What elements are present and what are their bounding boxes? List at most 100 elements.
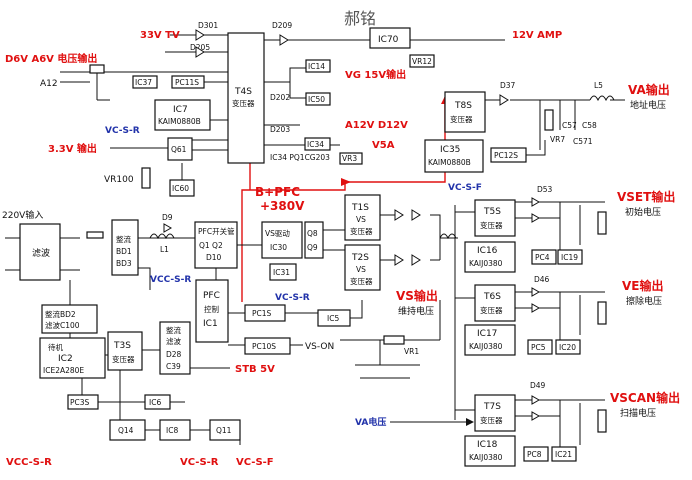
out-vs: VS输出 维持电压 xyxy=(396,288,438,317)
vr3-label: VR3 xyxy=(342,154,357,163)
ic16-label: IC16 xyxy=(477,246,498,256)
t6s-sub: 变压器 xyxy=(480,305,503,315)
ic17-box xyxy=(464,324,516,356)
ic37-label: IC37 xyxy=(135,78,152,87)
t7s-sub: 变压器 xyxy=(480,415,503,425)
pc8-box xyxy=(523,446,549,462)
sig-va-volt: VA电压 xyxy=(355,416,386,428)
a12-wires xyxy=(60,73,110,101)
c571-label: C571 xyxy=(573,137,593,146)
vr3-box xyxy=(339,152,363,165)
q14-box xyxy=(109,419,146,441)
svg-text:地址电压: 地址电压 xyxy=(630,99,666,111)
t4s-sub: 变压器 xyxy=(232,98,255,108)
t2s-label-2: VS xyxy=(356,265,366,274)
q61-label: Q61 xyxy=(171,145,187,154)
input-wires xyxy=(5,237,80,271)
lbl-d53: D53 xyxy=(537,185,553,194)
t6s-wires xyxy=(515,291,605,340)
filter-box xyxy=(19,223,61,281)
svg-text:VE输出: VE输出 xyxy=(622,278,664,293)
out-3v3: 3.3V 输出 xyxy=(48,142,97,155)
in-220v: 220V输入 xyxy=(2,209,43,221)
ic18-label: IC18 xyxy=(477,440,498,450)
t6s-transformer xyxy=(474,284,516,322)
ic16-part: KAIJ0380 xyxy=(469,259,503,268)
ic30-label-1: VS驱动 xyxy=(265,228,290,238)
t3s-transformer xyxy=(107,331,143,371)
lbl-d37: D37 xyxy=(500,81,516,90)
fuse xyxy=(86,231,104,239)
pc10s-label: PC10S xyxy=(252,342,276,351)
t5s-label: T5S xyxy=(483,207,501,217)
out-v5a: V5A xyxy=(372,140,395,151)
ve-resistor xyxy=(597,301,607,325)
bpfc-arrow-1 xyxy=(341,178,351,186)
lbl-l5: L5 xyxy=(594,81,603,90)
bd-label-1: 整流 xyxy=(116,234,131,244)
out-d6v: D6V A6V 电压输出 xyxy=(5,52,97,65)
svg-text:VA输出: VA输出 xyxy=(628,82,670,97)
vset-resistor xyxy=(597,211,607,235)
ic16-box xyxy=(464,241,516,273)
diagram-title: 郝铭 xyxy=(344,9,376,28)
ic14-box xyxy=(305,59,331,73)
t4s-right-wires xyxy=(264,39,505,146)
out-33v: 33V TV xyxy=(140,30,180,41)
ic7-label: IC7 xyxy=(173,105,188,115)
q11-label: Q11 xyxy=(216,426,232,435)
d-t2s-2 xyxy=(411,254,421,266)
vr7-label: VR7 xyxy=(550,135,565,144)
out-stb5v: STB 5V xyxy=(235,364,275,375)
out-vscan: VSCAN输出 扫描电压 xyxy=(610,390,680,419)
a12-resistor xyxy=(89,64,105,74)
pc10s-box xyxy=(244,337,291,355)
out-ve: VE输出 擦除电压 xyxy=(622,278,664,307)
pc1s-label: PC1S xyxy=(252,309,272,318)
sig-vccsr-2: VCC-S-R xyxy=(6,457,52,468)
pc5-box xyxy=(527,339,553,355)
ic34-label: IC34 xyxy=(307,140,324,149)
sig-vcsr-2: VC-S-R xyxy=(275,293,310,303)
d28c39-label-2: 滤波 xyxy=(166,336,181,346)
ic20-label: IC20 xyxy=(559,343,576,352)
sig-vccsr-1: VCC-S-R xyxy=(150,275,191,285)
t7s-transformer xyxy=(474,394,516,432)
ic18-box xyxy=(464,435,516,467)
ic14-label: IC14 xyxy=(308,62,325,71)
d28c39-label-4: C39 xyxy=(166,362,181,371)
t3s-label: T3S xyxy=(113,341,131,351)
svg-text:VSCAN输出: VSCAN输出 xyxy=(610,390,680,405)
t4s-label: T4S xyxy=(234,87,252,97)
t4s-transformer xyxy=(227,32,265,164)
t5s-wires xyxy=(515,201,605,250)
q61-box xyxy=(167,137,193,161)
pfc-ic1-label-2: 控制 xyxy=(204,304,219,314)
vscan-resistor xyxy=(597,409,607,433)
t8s-label: T8S xyxy=(454,101,472,111)
c57-label: C57 xyxy=(562,121,577,130)
filter-label: 滤波 xyxy=(32,247,50,259)
pc11s-label: PC11S xyxy=(175,78,199,87)
vs-wires xyxy=(323,214,458,261)
bd-label-3: BD3 xyxy=(116,259,132,268)
ic20-box xyxy=(555,339,581,355)
ic60-label: IC60 xyxy=(172,184,189,193)
l5-inductor xyxy=(589,95,615,102)
sig-vcsr-1: VC-S-R xyxy=(105,126,140,136)
ic2-label-3: ICE2A280E xyxy=(43,366,84,375)
t1s-label-3: 变压器 xyxy=(350,226,373,236)
vr12-label: VR12 xyxy=(412,57,432,66)
d53-diode-a xyxy=(531,197,541,207)
ic6-box xyxy=(144,394,171,410)
ic8-label: IC8 xyxy=(166,426,178,435)
ic5-label: IC5 xyxy=(327,314,339,323)
t7s-wires xyxy=(515,399,605,450)
pfc-ic1-label-1: PFC xyxy=(203,291,220,301)
vr1-label: VR1 xyxy=(404,347,419,356)
q8-label: Q8 xyxy=(307,229,318,238)
bd2-label-2: 滤波C100 xyxy=(45,320,80,330)
d301-diode xyxy=(195,29,205,41)
ic19-label: IC19 xyxy=(561,253,578,262)
t5s-transformer xyxy=(474,199,516,237)
